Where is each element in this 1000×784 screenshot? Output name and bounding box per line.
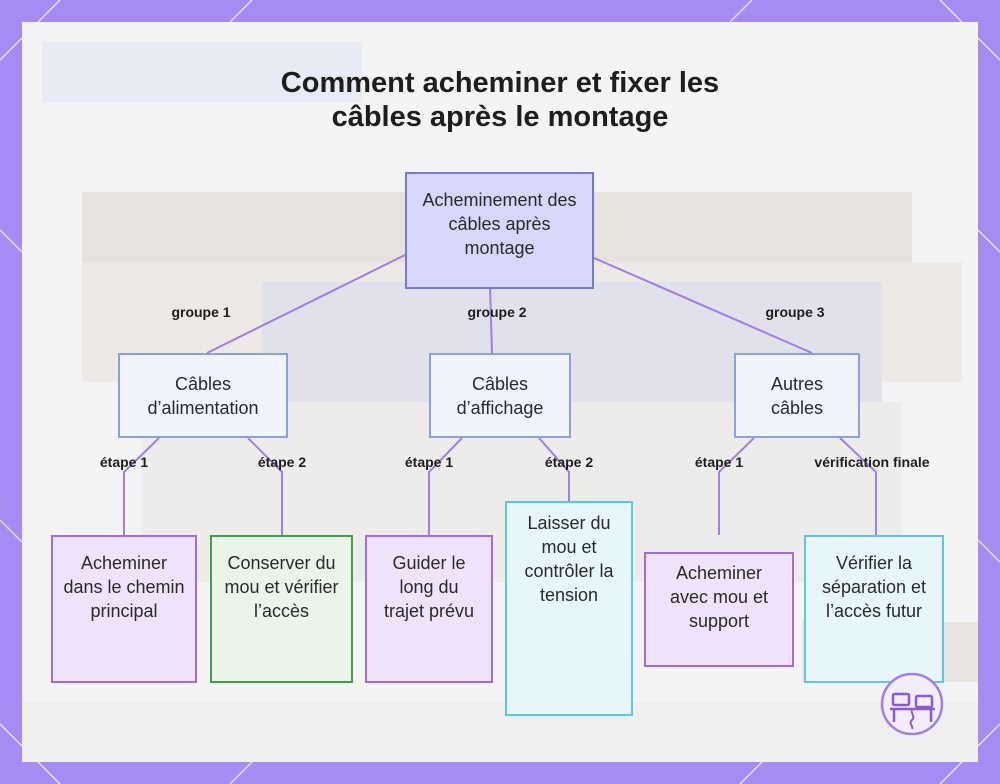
leaf-node-label: Conserver du mou et vérifier l’accès — [222, 551, 341, 623]
leaf-node-label: Acheminer dans le chemin principal — [63, 551, 185, 623]
edge-group-3-leaf-5 — [719, 438, 754, 535]
leaf-node-route-main-path: Acheminer dans le chemin principal — [51, 535, 197, 683]
edge-label-group-3: groupe 3 — [765, 304, 824, 320]
group-node-display-cables: Câbles d’affichage — [429, 353, 571, 438]
leaf-node-label: Vérifier la séparation et l’accès futur — [816, 551, 932, 623]
desk-setup-icon — [880, 672, 944, 736]
edge-label-leaf-6: vérification finale — [814, 454, 929, 470]
group-node-power-cables: Câbles d’alimentation — [118, 353, 288, 438]
edge-label-group-1: groupe 1 — [171, 304, 230, 320]
leaf-node-route-slack-support: Acheminer avec mou et support — [644, 552, 794, 667]
group-node-label: Câbles d’alimentation — [130, 372, 276, 420]
edge-label-group-2: groupe 2 — [467, 304, 526, 320]
edge-label-leaf-5: étape 1 — [695, 454, 743, 470]
edge-group-1-leaf-2 — [248, 438, 282, 535]
edge-root-group-1 — [207, 255, 405, 353]
edge-label-leaf-4: étape 2 — [545, 454, 593, 470]
leaf-node-keep-slack-check-access: Conserver du mou et vérifier l’accès — [210, 535, 353, 683]
leaf-node-label: Laisser du mou et contrôler la tension — [517, 511, 621, 607]
edge-label-leaf-3: étape 1 — [405, 454, 453, 470]
edge-label-leaf-2: étape 2 — [258, 454, 306, 470]
leaf-node-label: Guider le long du trajet prévu — [377, 551, 481, 623]
root-node: Acheminement des câbles après montage — [405, 172, 594, 289]
group-node-label: Autres câbles — [746, 372, 848, 420]
edge-label-leaf-1: étape 1 — [100, 454, 148, 470]
root-node-label: Acheminement des câbles après montage — [417, 188, 582, 260]
leaf-node-guide-along-path: Guider le long du trajet prévu — [365, 535, 493, 683]
group-node-label: Câbles d’affichage — [441, 372, 559, 420]
diagram-canvas: Comment acheminer et fixer les câbles ap… — [22, 22, 978, 762]
leaf-node-slack-tension: Laisser du mou et contrôler la tension — [505, 501, 633, 716]
leaf-node-label: Acheminer avec mou et support — [656, 561, 782, 633]
edge-group-2-leaf-3 — [429, 438, 462, 535]
leaf-node-verify-separation: Vérifier la séparation et l’accès futur — [804, 535, 944, 683]
edge-group-3-leaf-6 — [840, 438, 876, 535]
edge-group-1-leaf-1 — [124, 438, 159, 535]
group-node-other-cables: Autres câbles — [734, 353, 860, 438]
